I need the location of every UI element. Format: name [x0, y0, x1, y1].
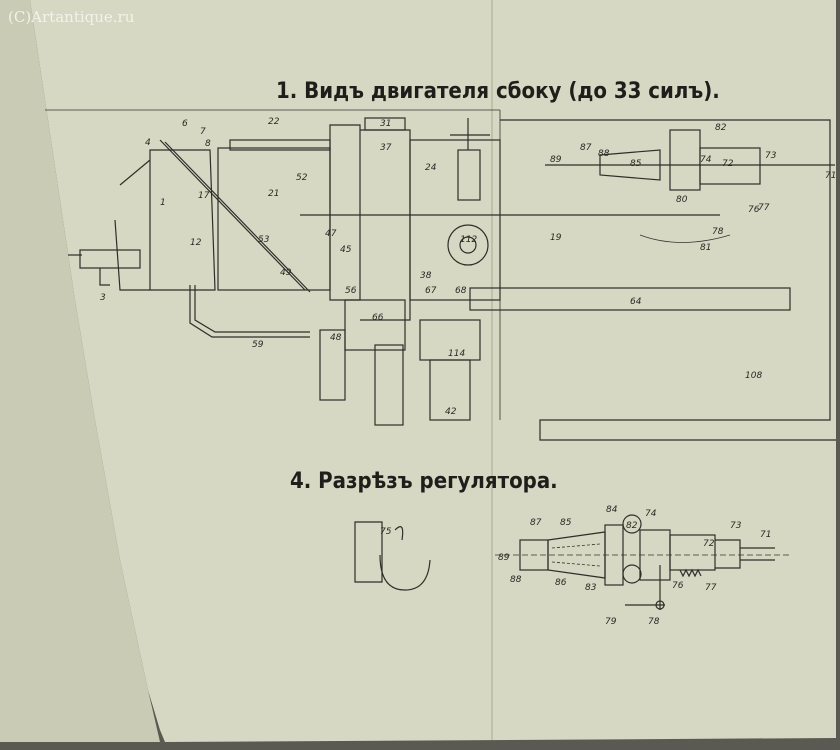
part-number-label: 66 [372, 313, 384, 323]
part-number-label: 79 [605, 617, 617, 627]
part-number-label: 38 [420, 271, 432, 281]
part-number-label: 19 [550, 233, 562, 243]
part-number-label: 73 [730, 521, 742, 531]
part-labels-regulator: 71 72 73 74 75 76 77 78 79 82 83 84 85 8… [380, 505, 771, 627]
watermark: (C)Artantique.ru [8, 8, 135, 26]
part-number-label: 53 [258, 235, 270, 245]
part-number-label: 87 [580, 143, 592, 153]
part-number-label: 31 [380, 119, 391, 129]
part-number-label: 74 [700, 155, 712, 165]
part-number-label: 108 [745, 371, 762, 381]
part-number-label: 75 [380, 527, 392, 537]
part-number-label: 49 [280, 268, 292, 278]
part-number-label: 21 [268, 189, 279, 199]
part-number-label: 72 [703, 539, 715, 549]
engine-side-view [45, 109, 836, 441]
part-number-label: 81 [700, 243, 711, 253]
part-number-label: 77 [758, 203, 770, 213]
part-number-label: 68 [455, 286, 467, 296]
part-number-label: 114 [448, 349, 465, 359]
paper-fold [0, 0, 160, 742]
section-title: 4. Разрѣзъ регулятора. [290, 469, 558, 494]
part-number-label: 42 [445, 407, 457, 417]
part-number-label: 71 [760, 530, 771, 540]
part-number-label: 48 [330, 333, 342, 343]
part-number-label: 64 [630, 297, 642, 307]
part-number-label: 73 [765, 151, 777, 161]
part-number-label: 78 [648, 617, 660, 627]
part-number-label: 85 [630, 159, 642, 169]
part-number-label: 45 [340, 245, 352, 255]
part-number-label: 88 [510, 575, 522, 585]
part-number-label: 56 [345, 286, 357, 296]
part-number-label: 37 [380, 143, 392, 153]
part-number-label: 71 [825, 171, 836, 181]
part-number-label: 76 [748, 205, 760, 215]
part-number-label: 59 [252, 340, 264, 350]
part-number-label: 8 [205, 139, 211, 149]
part-number-label: 83 [585, 583, 597, 593]
part-number-label: 6 [182, 119, 188, 129]
part-number-label: 3 [100, 293, 106, 303]
part-number-label: 85 [560, 518, 572, 528]
part-number-label: 82 [626, 521, 638, 531]
part-number-label: 17 [198, 191, 210, 201]
part-number-label: 87 [530, 518, 542, 528]
part-number-label: 88 [598, 149, 610, 159]
part-number-label: 76 [672, 581, 684, 591]
part-number-label: 52 [296, 173, 308, 183]
part-number-label: 112 [460, 235, 477, 245]
part-number-label: 7 [200, 127, 206, 137]
part-number-label: 22 [268, 117, 280, 127]
part-number-label: 67 [425, 286, 437, 296]
part-labels-side-view: 1 3 4 6 7 8 12 17 19 21 22 24 31 37 38 4… [100, 117, 836, 417]
part-number-label: 47 [325, 229, 337, 239]
part-number-label: 80 [676, 195, 688, 205]
part-number-label: 78 [712, 227, 724, 237]
part-number-label: 4 [145, 138, 151, 148]
part-number-label: 82 [715, 123, 727, 133]
part-number-label: 89 [550, 155, 562, 165]
part-number-label: 1 [160, 198, 166, 208]
part-number-label: 24 [425, 163, 437, 173]
part-number-label: 77 [705, 583, 717, 593]
regulator-section-view [354, 514, 790, 610]
part-number-label: 86 [555, 578, 567, 588]
part-number-label: 74 [645, 509, 657, 519]
part-number-label: 72 [722, 159, 734, 169]
part-number-label: 12 [190, 238, 202, 248]
part-number-label: 84 [606, 505, 618, 515]
main-title: 1. Видъ двигателя сбоку (до 33 силъ). [276, 79, 720, 104]
part-number-label: 89 [498, 553, 510, 563]
